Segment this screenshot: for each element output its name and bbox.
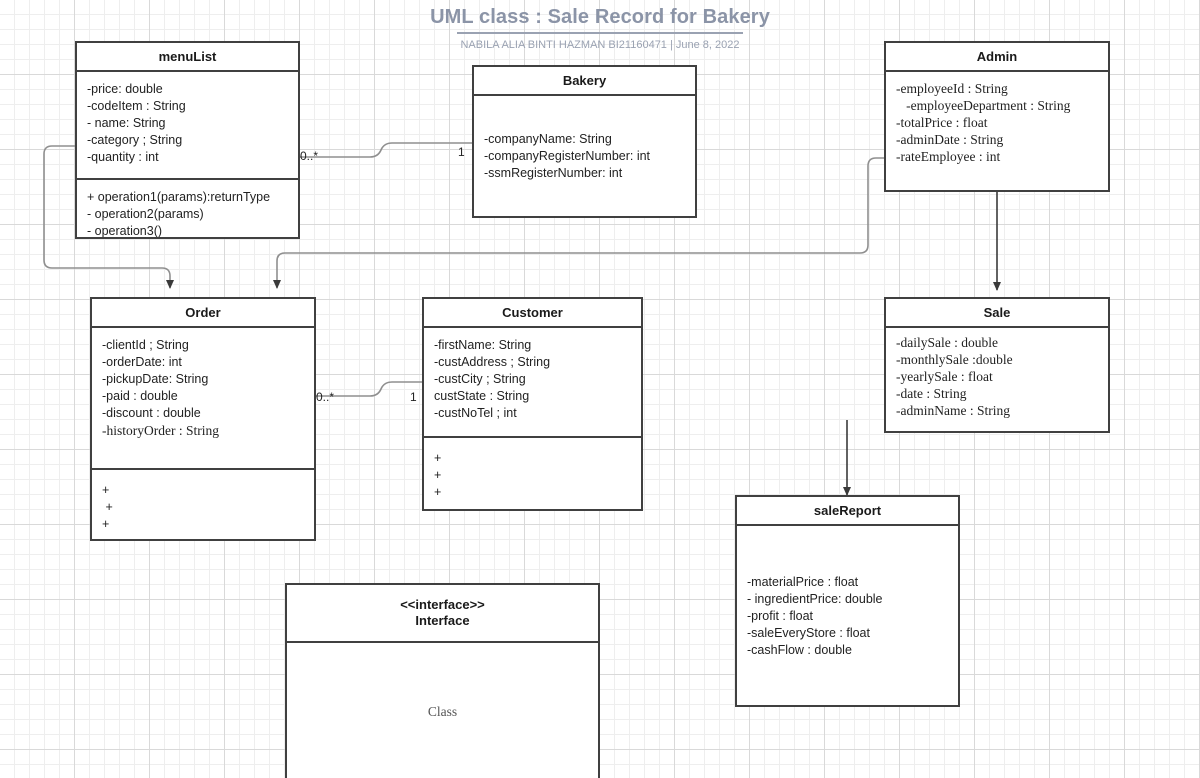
- attribute-row: -profit : float: [747, 608, 813, 623]
- attribute-row: -pickupDate: String: [102, 372, 209, 386]
- attribute-row: - ingredientPrice: double: [747, 591, 883, 606]
- attribute-row: -companyRegisterNumber: int: [484, 149, 651, 163]
- operation-row: +: [434, 451, 442, 465]
- attribute-row: -monthlySale :double: [896, 352, 1013, 367]
- multiplicity-menulist-source: 0..*: [300, 149, 319, 163]
- attribute-row: -clientId ; String: [102, 338, 189, 352]
- attribute-row: -custNoTel ; int: [434, 406, 517, 420]
- class-body-interface: Class: [427, 703, 458, 719]
- class-title-menulist: menuList: [77, 43, 298, 72]
- attribute-row: -category ; String: [87, 133, 183, 147]
- connector-menulist-bakery: [300, 142, 472, 158]
- multiplicity-customer-target: 1: [410, 390, 417, 404]
- attribute-row: -dailySale : double: [896, 335, 998, 350]
- class-operations-order: + + +: [92, 468, 314, 539]
- multiplicity-order-source: 0..*: [316, 390, 335, 404]
- class-box-menulist[interactable]: menuList -price: double -codeItem : Stri…: [75, 41, 300, 239]
- class-box-interface[interactable]: <<interface>> Interface Class: [285, 583, 600, 778]
- class-title-customer: Customer: [424, 299, 641, 328]
- attribute-row: -custCity ; String: [434, 372, 526, 386]
- operation-row: - operation3(): [87, 224, 163, 237]
- operation-row: +: [102, 517, 110, 531]
- class-box-salereport[interactable]: saleReport -materialPrice : float - ingr…: [735, 495, 960, 707]
- interface-name: Interface: [415, 613, 470, 628]
- attribute-row: -ssmRegisterNumber: int: [484, 166, 623, 180]
- class-title-bakery: Bakery: [474, 67, 695, 96]
- attribute-row: -yearlySale : float: [896, 369, 993, 384]
- attribute-row: -price: double: [87, 82, 163, 96]
- class-title-sale: Sale: [886, 299, 1108, 328]
- interface-stereotype: <<interface>>: [400, 597, 485, 612]
- attribute-row: -quantity : int: [87, 150, 159, 164]
- class-title-admin: Admin: [886, 43, 1108, 72]
- operation-row: +: [102, 483, 110, 497]
- attribute-row: -discount : double: [102, 406, 201, 420]
- class-attributes-order: -clientId ; String -orderDate: int -pick…: [92, 328, 314, 468]
- class-box-customer[interactable]: Customer -firstName: String -custAddress…: [422, 297, 643, 511]
- class-title-salereport: saleReport: [737, 497, 958, 526]
- class-title-interface: <<interface>> Interface: [287, 585, 598, 643]
- operation-row: +: [102, 500, 113, 514]
- operation-row: +: [434, 468, 442, 482]
- attribute-row: -custAddress ; String: [434, 355, 551, 369]
- operation-row: + operation1(params):returnType: [87, 190, 271, 204]
- attribute-row: -adminDate : String: [896, 132, 1004, 147]
- attribute-row: -codeItem : String: [87, 99, 186, 113]
- operation-row: +: [434, 485, 442, 499]
- attribute-row: -firstName: String: [434, 338, 532, 352]
- operation-row: - operation2(params): [87, 207, 204, 221]
- class-operations-menulist: + operation1(params):returnType - operat…: [77, 178, 298, 237]
- attribute-row: -employeeDepartment : String: [896, 98, 1071, 113]
- class-attributes-salereport: -materialPrice : float - ingredientPrice…: [737, 526, 958, 705]
- class-attributes-customer: -firstName: String -custAddress ; String…: [424, 328, 641, 436]
- attribute-row: custState : String: [434, 389, 530, 403]
- attribute-row: - name: String: [87, 116, 166, 130]
- class-title-order: Order: [92, 299, 314, 328]
- attribute-row: -companyName: String: [484, 132, 612, 146]
- attribute-row: -totalPrice : float: [896, 115, 988, 130]
- class-box-sale[interactable]: Sale -dailySale : double -monthlySale :d…: [884, 297, 1110, 433]
- attribute-row: -adminName : String: [896, 403, 1010, 418]
- class-attributes-bakery: -companyName: String -companyRegisterNum…: [474, 96, 695, 216]
- class-attributes-admin: -employeeId : String -employeeDepartment…: [886, 72, 1108, 190]
- attribute-row: -paid : double: [102, 389, 178, 403]
- attribute-row: -saleEveryStore : float: [747, 625, 870, 640]
- attribute-row: -cashFlow : double: [747, 642, 852, 657]
- page-title: UML class : Sale Record for Bakery: [430, 6, 770, 34]
- multiplicity-bakery-target: 1: [458, 145, 465, 159]
- attribute-row: -employeeId : String: [896, 81, 1008, 96]
- class-box-bakery[interactable]: Bakery -companyName: String -companyRegi…: [472, 65, 697, 218]
- class-box-order[interactable]: Order -clientId ; String -orderDate: int…: [90, 297, 316, 541]
- attribute-row: -orderDate: int: [102, 355, 182, 369]
- attribute-row: -historyOrder : String: [102, 423, 219, 438]
- class-attributes-sale: -dailySale : double -monthlySale :double…: [886, 328, 1108, 431]
- class-operations-customer: + + +: [424, 436, 641, 509]
- attribute-row: -rateEmployee : int: [896, 149, 1001, 164]
- class-box-admin[interactable]: Admin -employeeId : String -employeeDepa…: [884, 41, 1110, 192]
- class-attributes-menulist: -price: double -codeItem : String - name…: [77, 72, 298, 178]
- attribute-row: -date : String: [896, 386, 967, 401]
- attribute-row: -materialPrice : float: [747, 574, 859, 589]
